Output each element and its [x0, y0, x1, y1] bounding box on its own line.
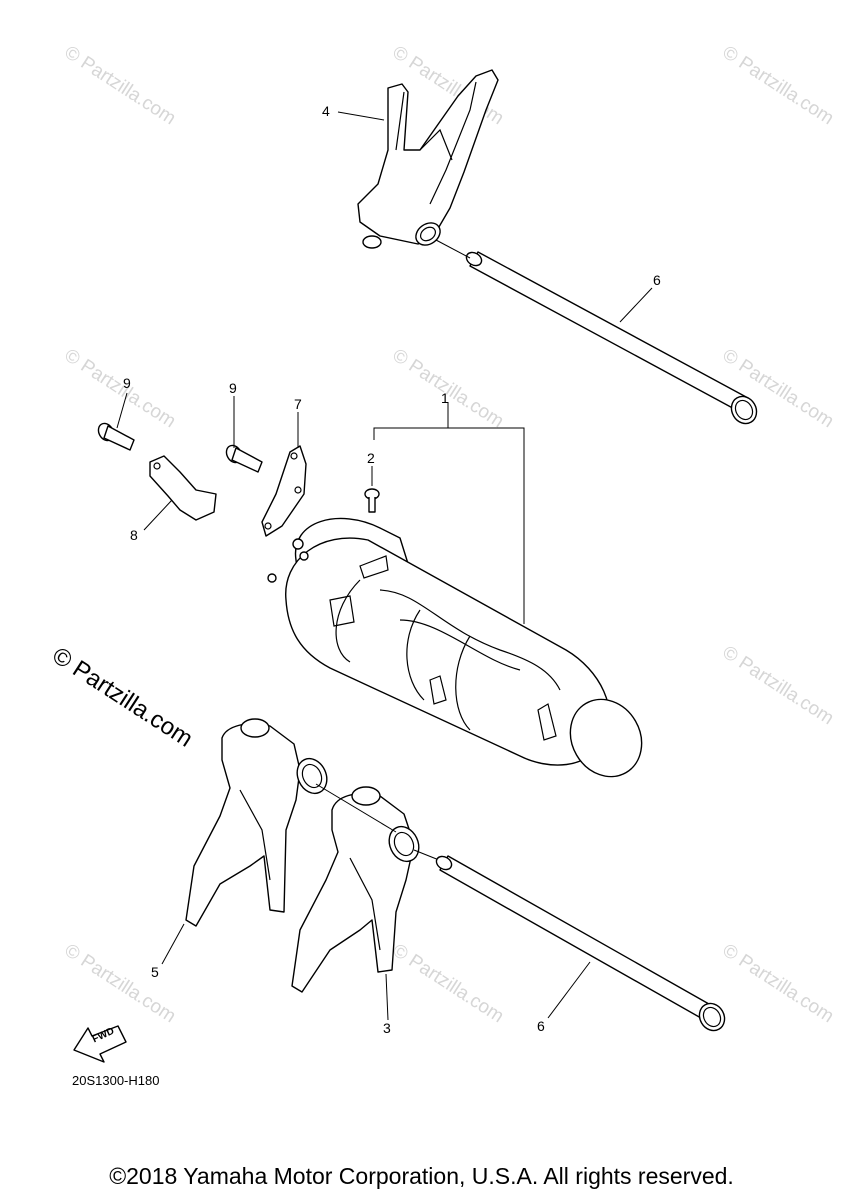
- callout-9-left: 9: [123, 375, 131, 391]
- screw-right[interactable]: [223, 443, 263, 473]
- callout-1: 1: [441, 390, 449, 406]
- segment-lever[interactable]: [149, 455, 217, 521]
- callout-5: 5: [151, 964, 159, 980]
- diagram-code: 20S1300-H180: [72, 1073, 160, 1088]
- callout-2: 2: [367, 450, 375, 466]
- callout-3: 3: [383, 1020, 391, 1036]
- shift-drum[interactable]: [267, 517, 655, 789]
- leader-lines: [116, 111, 653, 1021]
- fork-guide-bar-upper[interactable]: [464, 250, 761, 428]
- callout-9-right: 9: [229, 380, 237, 396]
- fwd-arrow-icon: [73, 1025, 127, 1063]
- screw-left[interactable]: [95, 421, 135, 451]
- callout-6-upper: 6: [653, 272, 661, 288]
- shift-fork-5[interactable]: [185, 718, 332, 927]
- copyright-notice: ©2018 Yamaha Motor Corporation, U.S.A. A…: [109, 1163, 734, 1189]
- callout-4: 4: [322, 103, 330, 119]
- callout-7: 7: [294, 396, 302, 412]
- shift-fork-upper[interactable]: [357, 69, 499, 250]
- callout-6-lower: 6: [537, 1018, 545, 1034]
- stopper-plate[interactable]: [261, 445, 307, 537]
- fork-guide-bar-lower[interactable]: [434, 854, 729, 1035]
- callout-8: 8: [130, 527, 138, 543]
- shift-fork-3[interactable]: [291, 786, 424, 993]
- drum-pin[interactable]: [364, 488, 380, 513]
